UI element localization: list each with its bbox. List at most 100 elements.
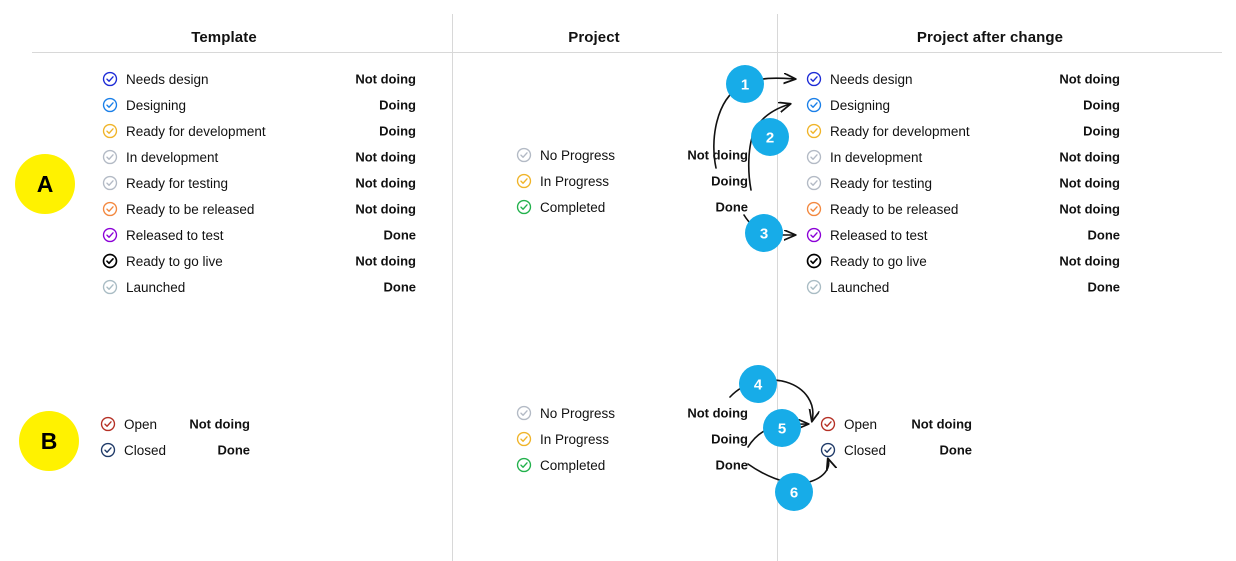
check-circle-icon xyxy=(100,416,116,432)
status-row-label: Ready for development xyxy=(830,123,970,139)
status-row-value: Not doing xyxy=(687,405,748,421)
svg-text:6: 6 xyxy=(790,485,798,502)
section-badge-a: A xyxy=(15,154,75,214)
check-circle-icon xyxy=(806,71,822,87)
column-header-project: Project xyxy=(568,29,620,46)
status-row[interactable]: No Progress Not doing xyxy=(516,400,748,426)
status-row[interactable]: Closed Done xyxy=(100,437,250,463)
check-circle-icon xyxy=(806,227,822,243)
column-divider-project-after xyxy=(777,14,778,561)
status-row-label: Closed xyxy=(124,442,167,458)
status-row-value: Not doing xyxy=(355,175,416,191)
check-circle-icon xyxy=(806,279,822,295)
check-circle-icon xyxy=(806,149,822,165)
status-row-label: No Progress xyxy=(540,147,616,163)
check-circle-icon xyxy=(806,201,822,217)
status-row-value: Not doing xyxy=(355,149,416,165)
status-row-label: Released to test xyxy=(830,227,928,243)
status-row[interactable]: In development Not doing xyxy=(806,144,1120,170)
check-circle-icon xyxy=(102,71,118,87)
step-marker-4[interactable]: 4 xyxy=(739,365,777,403)
status-row[interactable]: Open Not doing xyxy=(100,411,250,437)
svg-text:3: 3 xyxy=(760,226,768,243)
status-row-label: Needs design xyxy=(126,71,209,87)
status-row[interactable]: Open Not doing xyxy=(820,411,972,437)
status-row-value: Doing xyxy=(1083,123,1120,139)
check-circle-icon xyxy=(102,201,118,217)
status-row-label: Ready to be released xyxy=(126,201,255,217)
status-row[interactable]: Ready to be released Not doing xyxy=(102,196,416,222)
status-row-value: Doing xyxy=(379,97,416,113)
step-marker-5[interactable]: 5 xyxy=(763,409,801,447)
status-row-value: Not doing xyxy=(355,201,416,217)
step-marker-2[interactable]: 2 xyxy=(751,118,789,156)
step-marker-1[interactable]: 1 xyxy=(726,65,764,103)
status-row-value: Doing xyxy=(711,431,748,447)
status-row-label: Open xyxy=(124,416,158,432)
status-row[interactable]: Ready for development Doing xyxy=(806,118,1120,144)
column-header-project-after-change: Project after change xyxy=(916,29,1064,46)
status-row[interactable]: Completed Done xyxy=(516,452,748,478)
status-row-label: Completed xyxy=(540,457,606,473)
status-row-label: In Progress xyxy=(540,173,610,189)
check-circle-icon xyxy=(102,253,118,269)
check-circle-icon xyxy=(516,173,532,189)
status-row-value: Done xyxy=(1087,279,1121,295)
status-row-label: Completed xyxy=(540,199,606,215)
column-divider-template-project xyxy=(452,14,453,561)
check-circle-icon xyxy=(516,147,532,163)
status-row-value: Done xyxy=(383,279,417,295)
arrow-5 xyxy=(747,424,808,448)
status-row-value: Not doing xyxy=(355,71,416,87)
arrow-6 xyxy=(747,459,829,485)
check-circle-icon xyxy=(102,149,118,165)
check-circle-icon xyxy=(806,123,822,139)
status-row-label: Open xyxy=(844,416,878,432)
status-row-label: No Progress xyxy=(540,405,616,421)
step-marker-6[interactable]: 6 xyxy=(775,473,813,511)
status-row-value: Done xyxy=(217,442,251,458)
status-row-label: Ready to go live xyxy=(830,253,927,269)
check-circle-icon xyxy=(820,442,836,458)
status-row-value: Not doing xyxy=(189,416,250,432)
check-circle-icon xyxy=(516,431,532,447)
svg-text:5: 5 xyxy=(778,421,786,438)
svg-text:2: 2 xyxy=(766,130,774,147)
status-row-value: Not doing xyxy=(911,416,972,432)
status-row-value: Not doing xyxy=(1059,175,1120,191)
arrow-2 xyxy=(747,104,790,191)
status-row-value: Doing xyxy=(379,123,416,139)
status-row-label: In development xyxy=(830,149,923,165)
status-row[interactable]: Needs design Not doing xyxy=(102,66,416,92)
status-row-value: Done xyxy=(715,457,749,473)
section-badge-b: B xyxy=(19,411,79,471)
check-circle-icon xyxy=(516,457,532,473)
check-circle-icon xyxy=(102,227,118,243)
status-row-value: Not doing xyxy=(1059,149,1120,165)
status-row-label: Ready to go live xyxy=(126,253,223,269)
status-row-value: Done xyxy=(383,227,417,243)
